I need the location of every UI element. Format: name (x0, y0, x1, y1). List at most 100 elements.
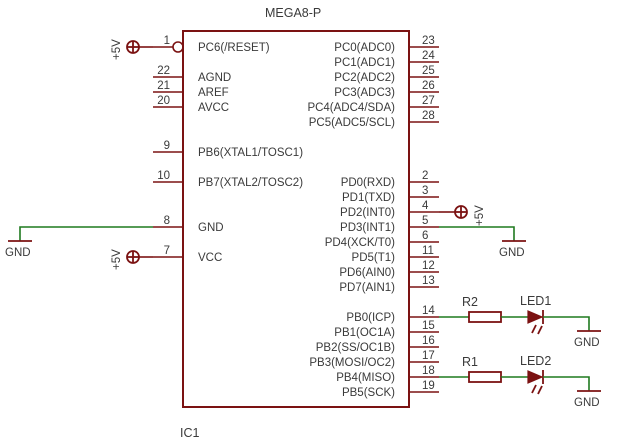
pin-label: AGND (198, 72, 231, 84)
pin-label: GND (198, 222, 224, 234)
gnd-label-led1: GND (574, 337, 600, 349)
pin-label: PC2(ADC2) (334, 72, 395, 84)
pin-number: 7 (164, 245, 170, 257)
pin-number: 24 (422, 50, 435, 62)
ic-ref: IC1 (180, 426, 200, 440)
pin-label: PC3(ADC3) (334, 87, 395, 99)
pin-number: 23 (422, 35, 435, 47)
pin-number: 3 (422, 185, 428, 197)
pin-number: 8 (164, 215, 170, 227)
gnd-symbol-right: GND (439, 226, 526, 259)
r2-led1-chain: R2 LED1 GND (439, 294, 601, 349)
pin-label: PC4(ADC4/SDA) (307, 102, 395, 114)
ic-name: MEGA8-P (265, 6, 321, 20)
left-pins: 1PC6(/RESET)22AGND21AREF20AVCC9PB6(XTAL1… (153, 35, 303, 264)
gnd-label-left: GND (5, 247, 31, 259)
pin-label: PC6(/RESET) (198, 42, 270, 54)
resistor-r1 (468, 371, 502, 383)
pin-number: 10 (157, 170, 170, 182)
pin-number: 20 (157, 95, 170, 107)
ic-body (182, 30, 410, 408)
led2-label: LED2 (520, 354, 551, 368)
pin-label: PB4(MISO) (336, 372, 395, 384)
pin-label: PC1(ADC1) (334, 57, 395, 69)
vcc-symbol-pin1: +5V (111, 39, 153, 60)
pin-label: AVCC (198, 102, 229, 114)
pin-number: 9 (164, 140, 170, 152)
pin-label: PD0(RXD) (341, 177, 395, 189)
pin-number: 14 (422, 305, 435, 317)
vcc-symbol-pin7: +5V (111, 249, 153, 270)
pin-label: PC0(ADC0) (334, 42, 395, 54)
pin-number: 17 (422, 350, 435, 362)
pin-label: PB1(OC1A) (334, 327, 395, 339)
pin-label: PD4(XCK/T0) (325, 237, 395, 249)
vcc-symbol-pin4: +5V (439, 205, 486, 226)
pin-number: 28 (422, 110, 435, 122)
r1-led2-chain: R1 LED2 GND (439, 354, 601, 409)
vcc-label-pin4: +5V (474, 205, 486, 226)
resistor-r2 (468, 311, 502, 323)
right-pins: 23PC0(ADC0)24PC1(ADC1)25PC2(ADC2)26PC3(A… (307, 35, 439, 399)
pin-number: 2 (422, 170, 428, 182)
vcc-label-pin1: +5V (111, 39, 123, 60)
pin-number: 25 (422, 65, 435, 77)
gnd-label-led2: GND (574, 397, 600, 409)
pin-label: AREF (198, 87, 229, 99)
pin-number: 22 (157, 65, 170, 77)
pin-number: 18 (422, 365, 435, 377)
pin-label: VCC (198, 252, 222, 264)
pin-number: 11 (422, 245, 434, 257)
pin-label: PB3(MOSI/OC2) (309, 357, 395, 369)
pin-label: PD3(INT1) (340, 222, 395, 234)
led2-symbol (527, 370, 544, 384)
pin-number: 12 (422, 260, 435, 272)
r1-label: R1 (462, 355, 478, 369)
r2-label: R2 (462, 295, 478, 309)
reset-inversion-bubble (172, 41, 184, 53)
pin-label: PD5(T1) (352, 252, 396, 264)
pin-number: 1 (164, 35, 170, 47)
pin-label: PD2(INT0) (340, 207, 395, 219)
pin-number: 27 (422, 95, 435, 107)
pin-number: 16 (422, 335, 435, 347)
vcc-label-pin7: +5V (111, 249, 123, 270)
pin-number: 4 (422, 200, 429, 212)
pin-label: PB7(XTAL2/TOSC2) (198, 177, 303, 189)
pin-number: 19 (422, 380, 435, 392)
gnd-symbol-left: GND (5, 226, 153, 259)
pin-label: PD6(AIN0) (339, 267, 395, 279)
pin-label: PD1(TXD) (342, 192, 395, 204)
pin-number: 21 (157, 80, 170, 92)
pin-label: PB2(SS/OC1B) (316, 342, 395, 354)
pin-label: PC5(ADC5/SCL) (309, 117, 395, 129)
pin-label: PB5(SCK) (342, 387, 395, 399)
led1-label: LED1 (520, 294, 551, 308)
pin-label: PB0(ICP) (346, 312, 395, 324)
